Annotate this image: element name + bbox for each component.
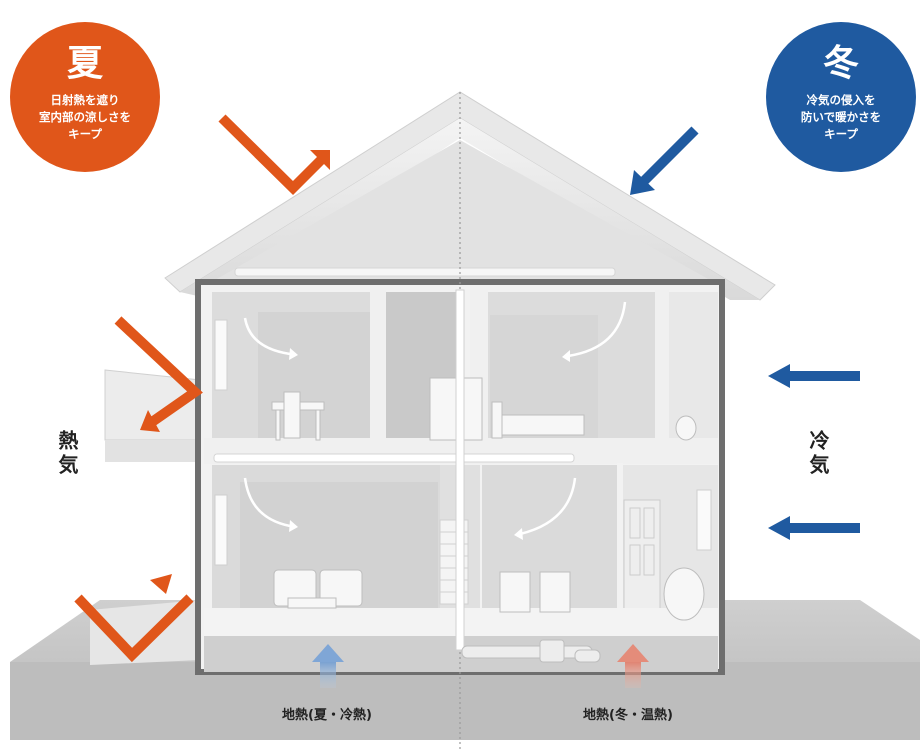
ground-heat-summer-label: 地熱(夏・冷熱): [282, 708, 372, 723]
winter-line-2: 防いで暖かさを: [800, 110, 882, 124]
summer-line-2: 室内部の涼しさを: [39, 110, 131, 124]
summer-badge: 夏 日射熱を遮り 室内部の涼しさを キープ: [10, 22, 160, 172]
cold-label: 冷気: [806, 430, 830, 478]
ground-heat-winter-label: 地熱(冬・温熱): [583, 708, 673, 723]
winter-line-1: 冷気の侵入を: [806, 93, 876, 107]
summer-description: 日射熱を遮り 室内部の涼しさを キープ: [25, 92, 145, 143]
sofa: [273, 569, 363, 609]
summer-title: 夏: [66, 43, 103, 84]
underfloor-duct: [461, 639, 601, 663]
attic: [215, 140, 710, 280]
winter-cold-arrows: [636, 126, 860, 533]
desk-chair: [271, 391, 325, 441]
winter-title: 冬: [822, 43, 859, 84]
heat-label: 熱気: [55, 430, 79, 478]
winter-badge: 冬 冷気の侵入を 防いで暖かさを キープ: [766, 22, 916, 172]
summer-line-1: 日射熱を遮り: [50, 93, 120, 107]
ground-heat-arrows: [312, 644, 649, 688]
winter-line-3: キープ: [824, 127, 858, 141]
summer-line-3: キープ: [68, 127, 102, 141]
toilet: [675, 415, 697, 441]
summer-heat-arrows: [74, 114, 327, 663]
washing-machine: [663, 567, 705, 621]
dining-set: [499, 571, 571, 613]
winter-description: 冷気の侵入を 防いで暖かさを キープ: [781, 92, 901, 143]
airflow-arrows: [243, 301, 627, 536]
bed: [491, 401, 585, 439]
